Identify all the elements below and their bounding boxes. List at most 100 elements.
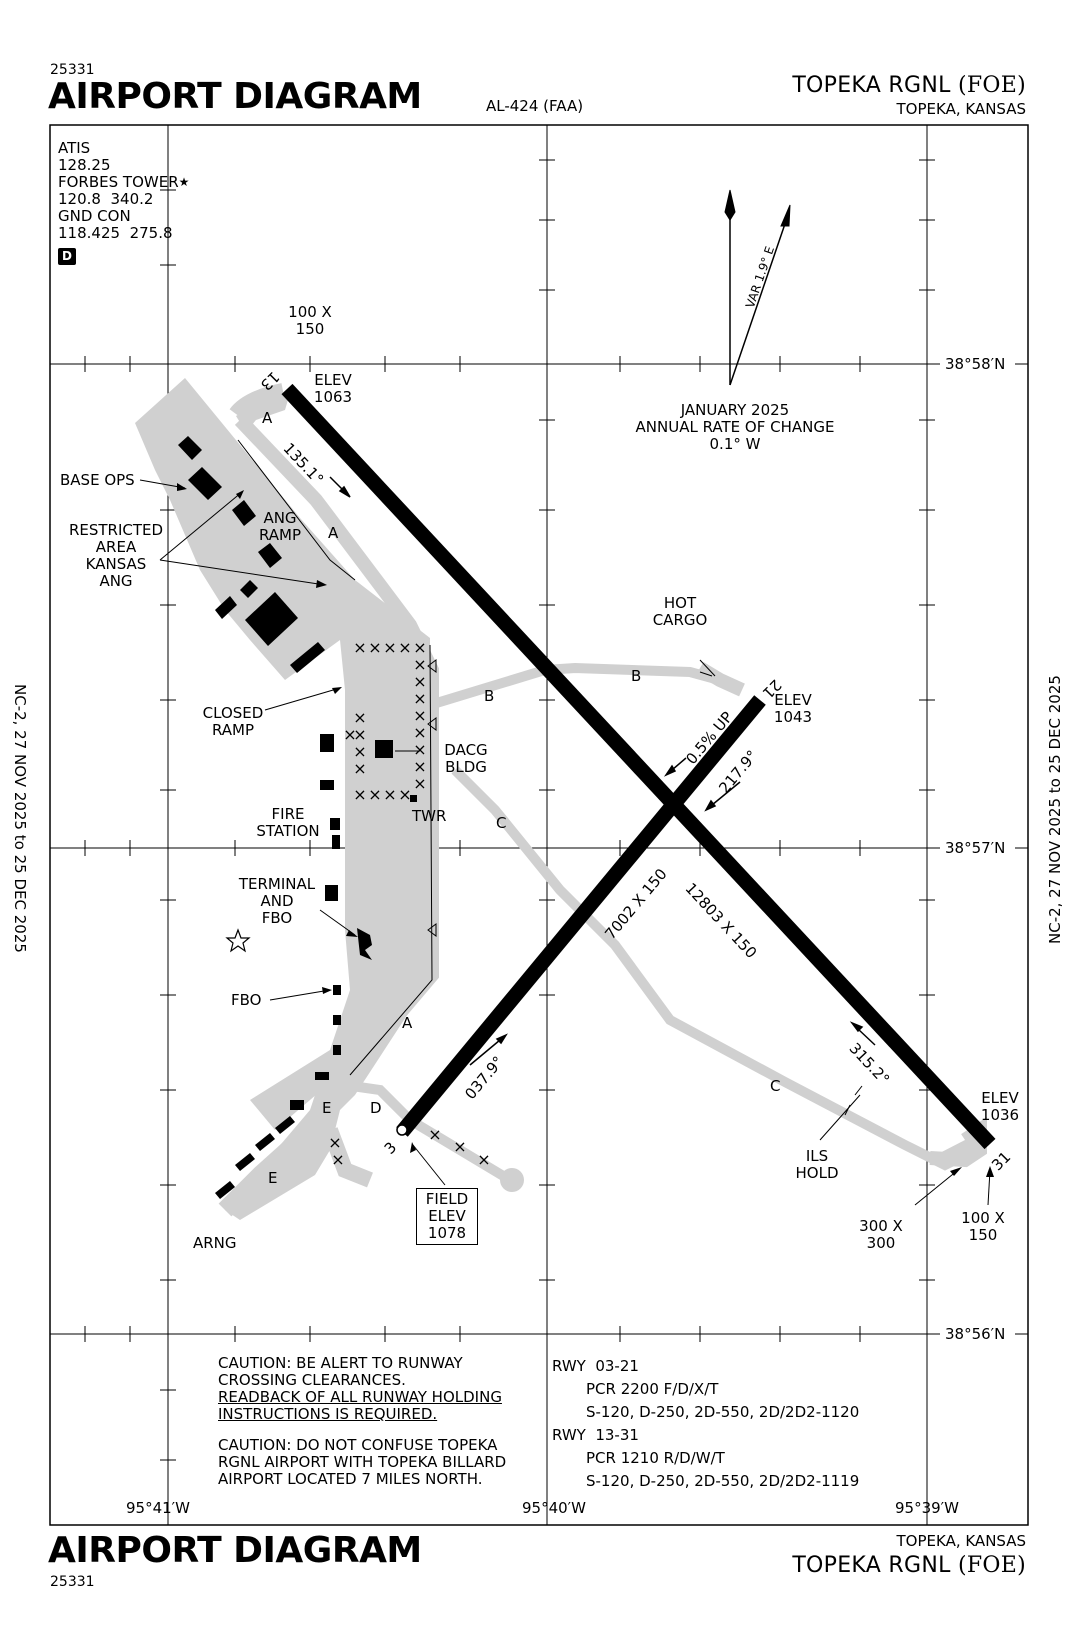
closed-ramp-line1: CLOSED — [202, 704, 264, 722]
svg-text:×: × — [353, 785, 366, 804]
terminal-line2: AND — [260, 892, 294, 910]
svg-text:×: × — [353, 708, 366, 727]
comms-block: ATIS 128.25 FORBES TOWER★ 120.8 340.2 GN… — [58, 140, 189, 265]
airspace-class-badge: D — [58, 248, 76, 265]
svg-text:×: × — [413, 638, 426, 657]
restricted-area-label: RESTRICTED AREA KANSAS ANG — [62, 522, 170, 590]
svg-text:×: × — [383, 785, 396, 804]
atis-frequency: 128.25 — [58, 156, 111, 174]
blast31-line1: 100 X — [961, 1209, 1005, 1227]
procedure-number-bottom: 25331 — [50, 1574, 95, 1590]
tower-frequencies: 120.8 340.2 — [58, 190, 154, 208]
procedure-number-top: 25331 — [50, 62, 95, 78]
lat-lon-grid — [50, 125, 1028, 1525]
caution2-line1: CAUTION: DO NOT CONFUSE TOPEKA — [218, 1436, 498, 1454]
ils-hold-line1: ILS — [805, 1147, 829, 1165]
lat-38-57: 38°57′N — [945, 839, 1006, 857]
blast13-line1: 100 X — [288, 303, 332, 321]
annual-rate-block: JANUARY 2025 ANNUAL RATE OF CHANGE 0.1° … — [620, 402, 850, 453]
restricted-line1: RESTRICTED — [68, 521, 164, 539]
svg-text:×: × — [353, 638, 366, 657]
elev13-label: ELEV — [314, 371, 352, 389]
fbo-label: FBO — [231, 991, 262, 1009]
svg-text:×: × — [453, 1137, 466, 1156]
fire-station-label: FIRE STATION — [248, 806, 328, 840]
svg-text:×: × — [413, 774, 426, 793]
buildings — [178, 436, 417, 1199]
blast31-line2: 150 — [968, 1226, 998, 1244]
restricted-line3: KANSAS — [85, 555, 147, 573]
rate-label: ANNUAL RATE OF CHANGE — [635, 418, 835, 436]
pcr-rwy13-31-label: RWY 13-31 — [552, 1426, 639, 1444]
svg-text:×: × — [413, 672, 426, 691]
pcr-rwy13-31-weights: S-120, D-250, 2D-550, 2D/2D2-1119 — [586, 1472, 860, 1490]
tower-label: TWR — [412, 807, 447, 825]
ang-ramp-line1: ANG — [263, 509, 297, 527]
ground-label: GND CON — [58, 207, 131, 225]
svg-text:×: × — [398, 785, 411, 804]
pcr-rwy13-31-value: PCR 1210 R/D/W/T — [586, 1449, 725, 1467]
ang-ramp-line2: RAMP — [258, 526, 302, 544]
ils-hold-label: ILS HOLD — [792, 1148, 842, 1182]
svg-text:×: × — [353, 725, 366, 744]
elev13-value: 1063 — [313, 388, 353, 406]
terminal-line1: TERMINAL — [238, 875, 316, 893]
airport-id-footer: (FOE) — [957, 1553, 1026, 1578]
svg-text:×: × — [413, 689, 426, 708]
airport-name-footer: TOPEKA RGNL — [792, 1553, 951, 1578]
rwy13-elev: ELEV 1063 — [308, 372, 358, 406]
svg-text:×: × — [368, 785, 381, 804]
terminal-fbo-label: TERMINAL AND FBO — [232, 876, 322, 927]
rwy31-blast-pad: 100 X 150 — [958, 1210, 1008, 1244]
rwy21-elev: ELEV 1043 — [768, 692, 818, 726]
blast13-line2: 150 — [295, 320, 325, 338]
field-elev-line1: FIELD — [425, 1190, 469, 1208]
svg-text:×: × — [413, 706, 426, 725]
airport-name-bottom: TOPEKA RGNL (FOE) — [792, 1553, 1026, 1578]
runway-03-21 — [396, 695, 766, 1137]
pavement-strength-table: RWY 03-21 PCR 2200 F/D/X/T S-120, D-250,… — [552, 1355, 859, 1493]
tower-label-row: FORBES TOWER★ — [58, 174, 189, 191]
ground-frequencies: 118.425 275.8 — [58, 224, 173, 242]
arng-label: ARNG — [193, 1234, 237, 1252]
hot-cargo-line2: CARGO — [652, 611, 708, 629]
svg-text:×: × — [413, 655, 426, 674]
svg-text:×: × — [413, 757, 426, 776]
field-elevation-box: FIELD ELEV 1078 — [416, 1188, 478, 1245]
field-elev-value: 1078 — [427, 1224, 467, 1242]
rate-value: 0.1° W — [709, 435, 761, 453]
pad-line2: 300 — [866, 1234, 896, 1252]
caution1-line4: INSTRUCTIONS IS REQUIRED. — [218, 1405, 438, 1423]
hold-short-marks — [427, 659, 437, 937]
taxiway-b-label-east: B — [631, 667, 642, 685]
runway-13-31 — [281, 383, 996, 1150]
ang-ramp-label: ANG RAMP — [255, 510, 305, 544]
tower-label: FORBES TOWER — [58, 173, 179, 191]
lon-95-39: 95°39′W — [895, 1499, 959, 1517]
taxiway-a-label-south: A — [402, 1014, 413, 1032]
leader-arrowheads — [177, 483, 994, 1177]
svg-text:×: × — [413, 740, 426, 759]
airport-name: TOPEKA RGNL — [792, 73, 951, 98]
rwy31-elev: ELEV 1036 — [975, 1090, 1025, 1124]
taxiway-c-label-north: C — [496, 814, 507, 832]
field-elev-line2: ELEV — [428, 1207, 466, 1225]
lon-95-41: 95°41′W — [126, 1499, 190, 1517]
restricted-line2: AREA — [95, 538, 137, 556]
base-ops-label: BASE OPS — [60, 471, 135, 489]
dacg-bldg-label: DACG BLDG — [441, 742, 491, 776]
svg-text:×: × — [477, 1150, 490, 1169]
elev21-label: ELEV — [774, 691, 812, 709]
chart-frame — [49, 124, 1029, 1526]
ils-hold-line — [844, 1085, 863, 1116]
rwy13-blast-pad: 100 X 150 — [280, 304, 340, 338]
al-number: AL-424 (FAA) — [486, 97, 584, 115]
caution1-line3: READBACK OF ALL RUNWAY HOLDING — [218, 1388, 502, 1406]
caution-notes: CAUTION: BE ALERT TO RUNWAY CROSSING CLE… — [218, 1355, 506, 1488]
pad-line1: 300 X — [859, 1217, 903, 1235]
svg-text:×: × — [353, 742, 366, 761]
heading-arrows — [329, 476, 876, 1066]
north-arrow — [724, 189, 791, 386]
fire-line2: STATION — [256, 822, 320, 840]
